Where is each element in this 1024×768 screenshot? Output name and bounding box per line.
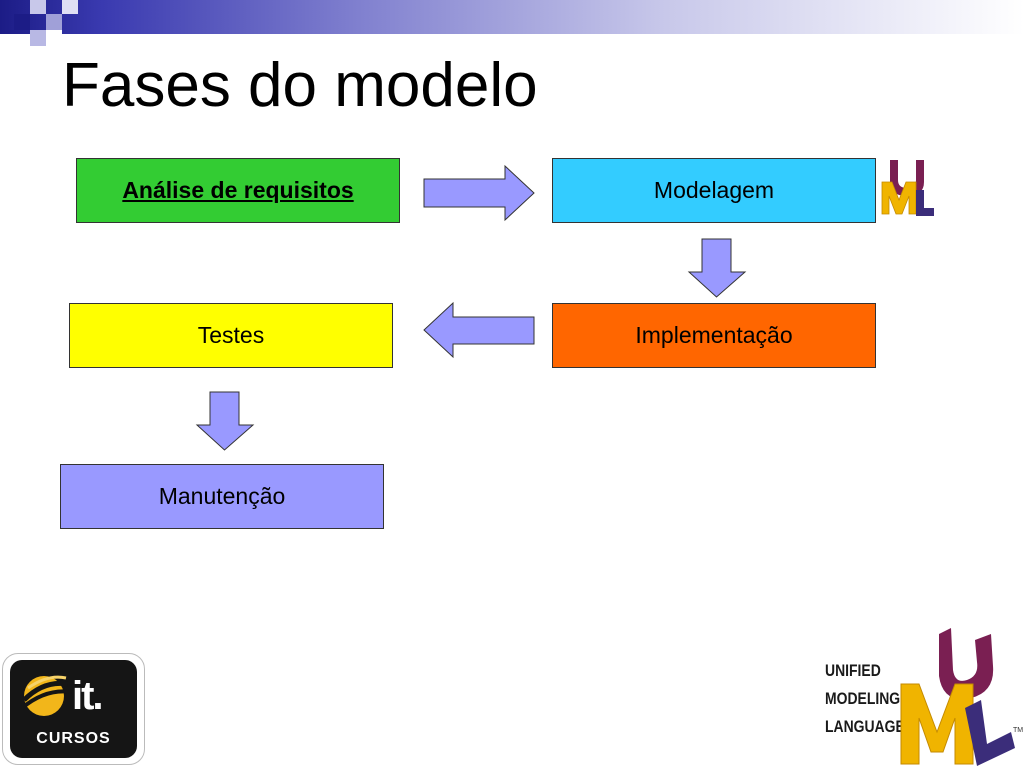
uml-small-logo [881, 160, 934, 216]
decor-square [30, 0, 46, 14]
decor-square [46, 30, 62, 46]
box-implementacao: Implementação [552, 303, 876, 368]
uml-large-logo [900, 628, 1015, 766]
cursos-brand-text: it. [72, 674, 104, 718]
arrow-down [687, 238, 747, 298]
uml-trademark: TM [1013, 727, 1024, 734]
arrow-down [195, 391, 255, 451]
decor-square [14, 14, 30, 30]
orbit-globe-icon [20, 675, 73, 716]
arrow-right [423, 164, 535, 222]
box-analise-requisitos: Análise de requisitos [76, 158, 400, 223]
arrow-left [423, 301, 535, 359]
uml-word-unified: UNIFIED [825, 661, 881, 680]
box-manutencao: Manutenção [60, 464, 384, 529]
decor-square [30, 30, 46, 46]
cursos-logo-badge: it. CURSOS [2, 653, 145, 765]
box-modelagem: Modelagem [552, 158, 876, 223]
decor-square [46, 14, 62, 30]
uml-word-modeling: MODELING [825, 689, 901, 708]
cursos-caption: CURSOS [36, 730, 111, 747]
header-bar [0, 0, 1024, 34]
slide-title: Fases do modelo [62, 51, 538, 120]
box-testes: Testes [69, 303, 393, 368]
decor-square [62, 0, 78, 14]
uml-word-language: LANGUAGE [825, 717, 905, 736]
cursos-logo-background: it. CURSOS [10, 660, 137, 758]
